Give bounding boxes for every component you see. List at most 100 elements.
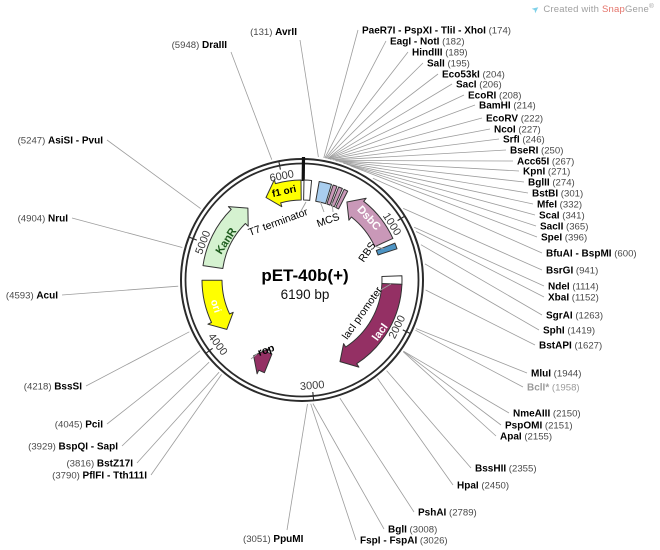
restriction-site-label[interactable]: SgrAI (1263) (546, 311, 603, 322)
restriction-site-label[interactable]: (5247) AsiSI - PvuI (18, 136, 104, 147)
site-leader-line (346, 164, 537, 227)
restriction-site-label[interactable]: (3790) PflFI - Tth111I (52, 471, 147, 482)
restriction-site-label[interactable]: EcoRI (208) (468, 91, 521, 102)
restriction-site-label[interactable]: (3816) BstZ17I (66, 459, 133, 470)
restriction-site-label[interactable]: Eco53kI (204) (442, 70, 505, 81)
restriction-site-label[interactable]: SphI (1419) (543, 326, 595, 337)
callout-pointer-line (319, 200, 325, 213)
feature-f1-ori[interactable] (265, 179, 302, 208)
site-leader-line (327, 94, 465, 160)
feature-mcs-sliver-3[interactable] (335, 188, 349, 210)
restriction-site-label[interactable]: (4593) AcuI (6, 291, 58, 302)
restriction-site-label[interactable]: PaeR7I - PspXI - TliI - XhoI (174) (362, 26, 511, 37)
restriction-site-label[interactable]: FspI - FspAI (3026) (360, 536, 448, 547)
site-leader-line (286, 403, 308, 531)
restriction-site-label[interactable]: BsrGI (941) (546, 266, 598, 277)
restriction-site-label[interactable]: BclI* (1958) (527, 383, 580, 394)
site-leader-line (415, 328, 528, 374)
site-leader-line (350, 165, 538, 238)
feature-ori[interactable] (201, 279, 234, 330)
restriction-site-label[interactable]: XbaI (1152) (548, 293, 599, 304)
feature-KanR[interactable] (202, 206, 249, 269)
site-leader-line (329, 117, 483, 160)
restriction-site-label[interactable]: PspOMI (2151) (505, 421, 573, 432)
restriction-site-label[interactable]: KpnI (271) (523, 167, 570, 178)
restriction-site-label[interactable]: BglI (3008) (388, 525, 437, 536)
site-leader-line (312, 403, 385, 530)
restriction-site-label[interactable]: SpeI (396) (541, 233, 587, 244)
site-leader-line (403, 208, 543, 271)
restriction-site-label[interactable]: (3051) PpuMI (243, 534, 304, 545)
feature-DsbC[interactable] (346, 197, 394, 248)
restriction-site-label[interactable]: (4045) PciI (55, 420, 103, 431)
site-leader-line (299, 39, 319, 158)
feature-t7-terminator-box[interactable] (303, 179, 313, 201)
restriction-site-label[interactable]: BstAPI (1627) (539, 341, 602, 352)
restriction-site-label[interactable]: HindIII (189) (412, 48, 468, 59)
restriction-site-label[interactable]: EagI - NotI (182) (390, 37, 465, 48)
restriction-site-label[interactable]: EcoRV (222) (486, 114, 543, 125)
feature-label-ori[interactable]: ori (208, 298, 224, 315)
snapgene-credit: ➤ Created with SnapGene® (529, 2, 654, 16)
site-leader-line (424, 263, 540, 331)
restriction-site-label[interactable]: NcoI (227) (494, 125, 541, 136)
restriction-site-label[interactable]: MluI (1944) (531, 369, 581, 380)
restriction-site-label[interactable]: BseRI (250) (510, 146, 563, 157)
feature-label-f1-ori[interactable]: f1 ori (271, 184, 298, 200)
restriction-site-label[interactable]: NdeI (1114) (548, 282, 599, 293)
restriction-site-label[interactable]: (4218) BssSI (24, 382, 82, 393)
feature-rop[interactable] (253, 348, 273, 375)
feature-rbs-box[interactable] (375, 242, 398, 256)
restriction-site-label[interactable]: SalI (195) (427, 59, 470, 70)
site-leader-line (420, 244, 543, 316)
site-leader-line (71, 217, 183, 248)
plasmid-size: 6190 bp (281, 287, 330, 302)
feature-label-rop[interactable]: rop (256, 342, 276, 359)
feature-mcs-sliver-2[interactable] (330, 186, 343, 208)
site-leader-line (310, 403, 357, 541)
restriction-site-label[interactable]: SacI (206) (456, 80, 502, 91)
callout-pointer-line (300, 201, 307, 212)
callout-pointer-line (378, 283, 392, 292)
restriction-site-label[interactable]: BglII (274) (528, 178, 575, 189)
restriction-site-label[interactable]: (5948) DraIII (172, 40, 228, 51)
site-leader-line (342, 162, 534, 205)
bp-tick (189, 236, 197, 241)
restriction-site-label[interactable]: BssHII (2355) (475, 464, 537, 475)
bp-tick (205, 347, 213, 354)
restriction-site-label[interactable]: SacII (365) (540, 222, 588, 233)
site-leader-line (150, 374, 222, 476)
feature-callout-label[interactable]: MCS (315, 211, 341, 230)
feature-callout-label[interactable]: T7 terminator (247, 206, 310, 239)
restriction-site-label[interactable]: (131) AvrII (250, 27, 297, 38)
restriction-site-label[interactable]: ApaI (2155) (500, 432, 552, 443)
restriction-site-label[interactable]: (3929) BspQI - SapI (28, 442, 118, 453)
credit-text: Created with SnapGene® (543, 3, 654, 16)
restriction-site-label[interactable]: BfuAI - BspMI (600) (546, 249, 637, 260)
restriction-site-label[interactable]: BamHI (214) (479, 101, 536, 112)
site-leader-line (377, 378, 454, 486)
feature-lacI[interactable] (339, 283, 403, 368)
restriction-site-label[interactable]: ScaI (341) (539, 211, 585, 222)
restriction-site-label[interactable]: HpaI (2450) (457, 481, 509, 492)
site-leader-line (335, 160, 514, 162)
site-leader-line (324, 40, 387, 159)
restriction-site-label[interactable]: MfeI (332) (537, 200, 582, 211)
site-leader-line (327, 73, 439, 159)
feature-mcs-sliver-1[interactable] (326, 184, 338, 206)
site-leader-line (333, 149, 507, 161)
bp-tick (312, 391, 315, 400)
restriction-site-label[interactable]: Acc65I (267) (517, 157, 574, 168)
feature-mcs-box[interactable] (315, 181, 332, 205)
callout-pointer-line (373, 245, 385, 250)
restriction-site-label[interactable]: NmeAIII (2150) (513, 409, 581, 420)
restriction-site-label[interactable]: BstBI (301) (532, 189, 583, 200)
site-leader-line (230, 51, 273, 160)
site-leader-line (415, 231, 545, 298)
restriction-site-label[interactable]: PshAI (2789) (418, 508, 477, 519)
restriction-site-label[interactable]: SrfI (246) (503, 135, 545, 146)
site-leader-line (335, 160, 520, 172)
restriction-site-label[interactable]: (4904) NruI (18, 214, 69, 225)
